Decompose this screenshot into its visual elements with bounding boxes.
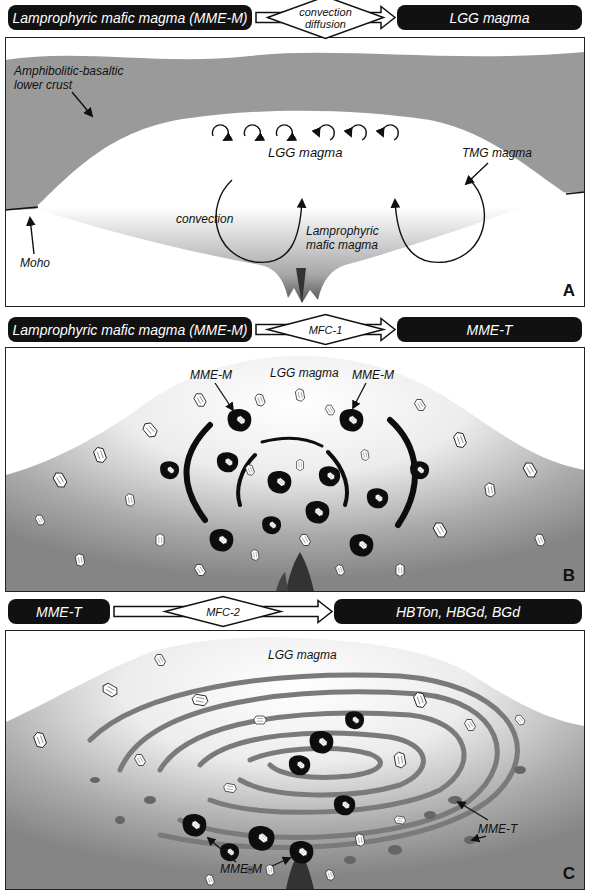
edge-label: MFC-2 <box>187 606 259 618</box>
process-arrow <box>114 597 332 627</box>
edge-label: convection diffusion <box>290 6 362 30</box>
annotation-label: Lamprophyric mafic magma <box>306 224 392 252</box>
process-arrow <box>256 0 395 39</box>
box-text: LGG magma <box>449 10 529 26</box>
annotation-label: Moho <box>20 256 50 270</box>
magma-box: HBTon, HBGd, BGd <box>334 599 582 624</box>
annotation-label: LGG magma <box>270 366 339 380</box>
magma-box: LGG magma <box>397 5 582 30</box>
annotation-label: TMG magma <box>462 146 532 160</box>
process-arrow <box>256 315 395 345</box>
magma-box: MME-T <box>397 317 582 342</box>
panel-letter: A <box>563 281 575 301</box>
annotation-label: MME-M <box>190 368 232 382</box>
panel-frame: C <box>5 630 585 890</box>
annotation-label: MME-M <box>352 368 394 382</box>
panel-frame: B <box>5 347 585 592</box>
annotation-label: convection <box>176 212 233 226</box>
magma-box: Lamprophyric mafic magma (MME-M) <box>8 5 252 30</box>
magma-box: Lamprophyric mafic magma (MME-M) <box>8 317 252 342</box>
edge-label: MFC-1 <box>290 324 362 336</box>
annotation-label: Amphibolitic-basaltic lower crust <box>14 64 149 92</box>
box-text: Lamprophyric mafic magma (MME-M) <box>13 322 248 338</box>
box-text: MME-T <box>36 604 82 620</box>
box-text: MME-T <box>467 322 513 338</box>
panel-letter: B <box>563 566 575 586</box>
magma-box: MME-T <box>8 599 110 624</box>
annotation-label: LGG magma <box>268 648 337 662</box>
box-text: HBTon, HBGd, BGd <box>396 604 520 620</box>
annotation-label: LGG magma <box>268 146 342 160</box>
panel-letter: C <box>563 864 575 884</box>
annotation-label: MME-M <box>220 862 262 876</box>
annotation-label: MME-T <box>478 822 517 836</box>
box-text: Lamprophyric mafic magma (MME-M) <box>13 10 248 26</box>
